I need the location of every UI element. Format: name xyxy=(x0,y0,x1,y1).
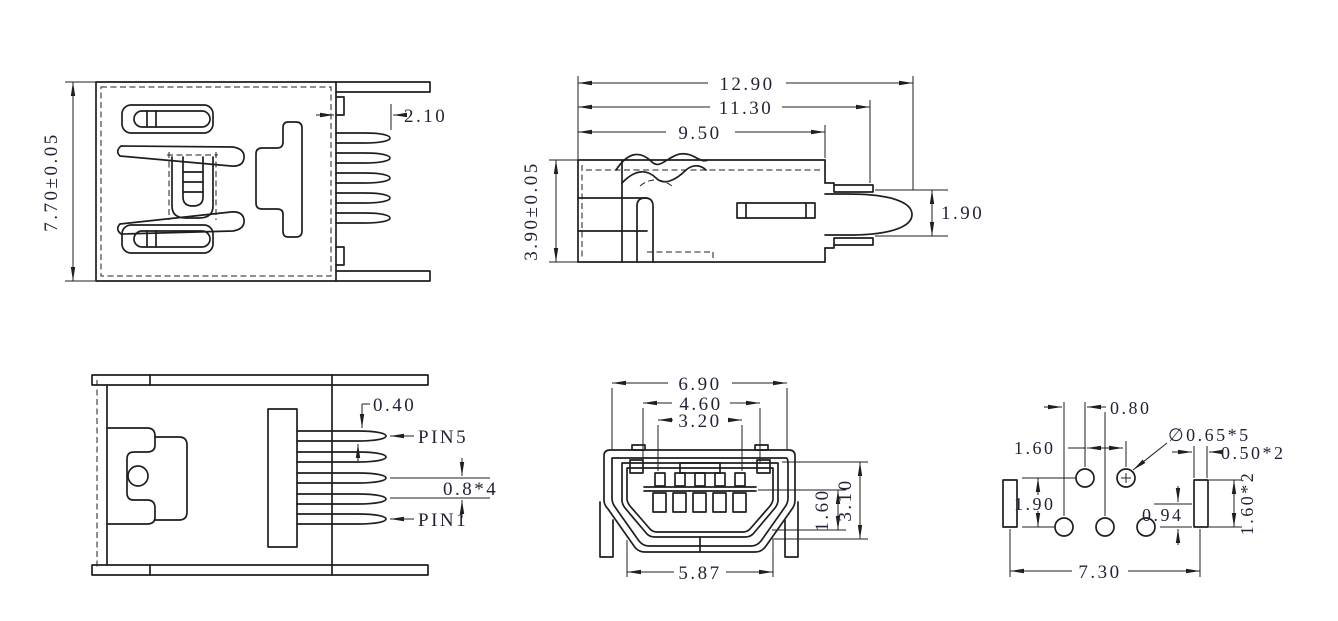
dim-side-overall-length: 12.90 xyxy=(578,74,913,95)
dim-pin-width-label: 0.40 xyxy=(373,395,416,416)
dim-top-height-label: 7.70±0.05 xyxy=(41,132,62,231)
pins-top-view xyxy=(335,132,391,224)
dim-pin-pitch-label: 0.8*4 xyxy=(443,479,498,500)
right-pad xyxy=(1193,479,1209,528)
dim-inner-height: 1.60 xyxy=(758,488,846,532)
dim-pad-width: 0.50*2 xyxy=(1172,443,1286,478)
side-latch-notch xyxy=(106,427,188,525)
contacts xyxy=(652,472,747,513)
dim-contact-span-label: 3.20 xyxy=(678,411,721,432)
pin1-label: PIN1 xyxy=(418,510,468,531)
dim-side-height-label: 3.90±0.05 xyxy=(521,161,542,260)
hole-diameter-callout: ∅0.65*5 xyxy=(1132,425,1251,471)
dim-cavity-height: 3.10 xyxy=(772,461,868,540)
left-pad xyxy=(1002,479,1018,528)
dim-shell-width: 6.90 xyxy=(611,374,788,450)
dim-side-overall-length-label: 12.90 xyxy=(719,74,774,95)
pins-bottom-view xyxy=(296,430,387,525)
dim-pad-length-label: 1.60*2 xyxy=(1237,471,1257,536)
dim-side-pin-end-length: 11.30 xyxy=(578,98,870,119)
dim-hole-offset-label: 0.94 xyxy=(1142,505,1184,525)
dim-stagger-pitch: 0.80 xyxy=(1044,398,1152,418)
dim-row-pitch: 1.90 xyxy=(1014,477,1076,528)
latch-spring-wave xyxy=(615,152,709,171)
dim-cavity-height-label: 3.10 xyxy=(835,478,856,521)
pcb-footprint-view: 0.80 1.60 ∅0.65*5 0.50*2 1.90 xyxy=(1002,398,1286,583)
top-view: 7.70±0.05 2.10 xyxy=(41,81,447,282)
dim-side-pin-end-length-label: 11.30 xyxy=(719,98,774,119)
dim-hole-pitch-label: 1.60 xyxy=(1014,438,1056,458)
dim-opening-width-label: 5.87 xyxy=(678,563,721,584)
dim-side-tongue-height-label: 1.90 xyxy=(941,203,984,224)
pin5-callout: PIN5 xyxy=(390,427,468,448)
dim-top-pin-length: 2.10 xyxy=(316,104,447,130)
dim-pad-length: 1.60*2 xyxy=(1209,471,1257,536)
cavity-outline xyxy=(621,462,779,538)
dim-hole-pitch: 1.60 xyxy=(1014,438,1123,458)
pin5-label: PIN5 xyxy=(418,427,468,448)
outer-shell xyxy=(603,449,796,553)
lower-spring-contact xyxy=(121,224,214,254)
dim-pad-span-label: 7.30 xyxy=(1078,562,1121,583)
dim-pin-width: 0.40 xyxy=(355,395,416,462)
dim-pad-span: 7.30 xyxy=(1009,529,1201,583)
dim-inner-height-label: 1.60 xyxy=(812,488,833,531)
dim-pad-width-label: 0.50*2 xyxy=(1221,443,1286,463)
dim-row-pitch-label: 1.90 xyxy=(1014,494,1056,514)
dim-opening-width: 5.87 xyxy=(626,540,774,584)
dim-hole-offset: 0.94 xyxy=(1142,486,1192,545)
dim-side-body-length-label: 9.50 xyxy=(678,123,721,144)
dim-pin-pitch: 0.8*4 xyxy=(390,458,498,518)
side-body xyxy=(577,152,913,263)
dim-contact-span: 3.20 xyxy=(657,411,743,471)
inner-shell xyxy=(611,457,789,547)
pin-block xyxy=(267,408,298,548)
dim-shell-width-label: 6.90 xyxy=(678,374,721,395)
side-view: 12.90 11.30 9.50 xyxy=(521,74,984,263)
upper-spring-contact xyxy=(121,104,214,134)
dim-side-tongue-height: 1.90 xyxy=(875,189,984,237)
middle-latch-spring xyxy=(116,145,245,235)
front-view: 6.90 4.60 3.20 1.60 xyxy=(599,374,868,584)
dim-stagger-pitch-label: 0.80 xyxy=(1110,398,1152,418)
dim-top-height: 7.70±0.05 xyxy=(41,81,96,282)
t-cutout xyxy=(255,121,303,238)
bottom-view: 0.40 PIN5 PIN1 0.8*4 xyxy=(91,374,498,576)
hole-diameter-label: ∅0.65*5 xyxy=(1168,425,1251,445)
dim-top-pin-length-label: 2.10 xyxy=(404,106,447,127)
dim-side-body-length: 9.50 xyxy=(578,123,825,144)
pin1-callout: PIN1 xyxy=(390,510,468,531)
dim-cavity-width: 4.60 xyxy=(642,394,761,463)
dim-side-height: 3.90±0.05 xyxy=(521,159,578,263)
locating-hole xyxy=(127,465,149,487)
tongue-profile xyxy=(824,193,913,236)
dim-cavity-width-label: 4.60 xyxy=(679,394,722,415)
